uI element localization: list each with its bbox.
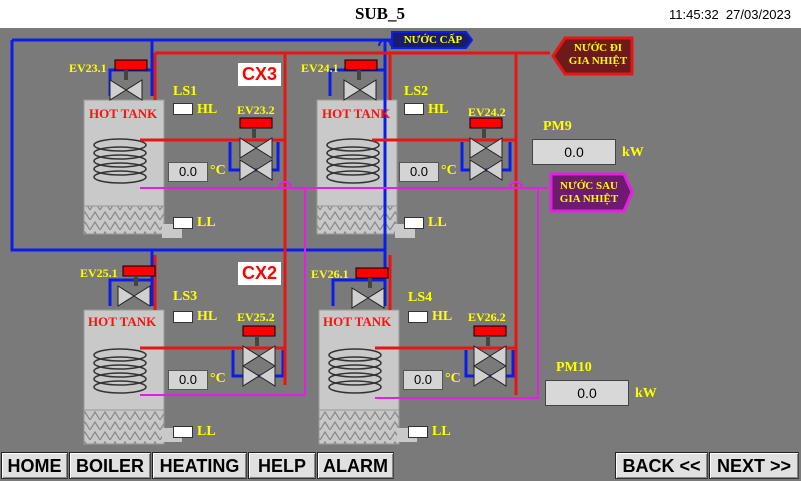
tank-2-temp-unit: °C [441,163,457,178]
valve-ev24-2[interactable] [469,117,503,181]
valve-ev24-1[interactable] [343,59,378,101]
tank-4-ll-indicator [408,426,428,438]
tank-3-hl-label: HL [197,309,218,324]
tank-4-temp-field: 0.0 [403,370,443,390]
valve-ev26-2[interactable] [473,325,507,387]
pm10-unit: kW [635,386,657,401]
tank-3-hl-indicator [173,311,193,323]
title-bar: SUB_5 11:45:32 27/03/2023 [0,0,801,28]
tank-1-level-switch-label: LS1 [173,84,198,99]
tank-4-hl-indicator [408,311,428,323]
tank-4-inlet-valve-label: EV26.1 [311,267,349,281]
tank-1-inlet-valve-label: EV23.1 [69,61,107,75]
tank-2-inlet-valve-label: EV24.1 [301,61,339,75]
return-water-pipes [140,187,548,399]
tank-1-ll-indicator [173,217,193,229]
tank-4-loop-valve-label: EV26.2 [468,310,506,324]
tank-2-ll-indicator [404,217,424,229]
tank-1-loop-valve-label: EV23.2 [237,103,275,117]
tank-3-level-switch-label: LS3 [173,289,198,304]
tank-4-label: HOT TANK [323,314,392,329]
valve-ev25-1[interactable] [117,265,156,307]
tank-3-loop-valve-label: EV25.2 [237,310,275,324]
cold-supply-label: NƯỚC CẤP [403,34,463,46]
clock: 11:45:32 27/03/2023 [669,7,791,22]
pm10-label: PM10 [556,360,592,375]
tank-4-ll-label: LL [432,424,451,439]
valve-ev23-1[interactable] [109,59,148,101]
tank-1-label: HOT TANK [89,106,158,121]
tank-4-hl-label: HL [432,309,453,324]
tank-3-label: HOT TANK [88,314,157,329]
after-heating-line2: GIA NHIỆT [559,193,619,205]
zone-cx2: CX2 [238,262,282,285]
help-button[interactable]: HELP [248,452,316,479]
boiler-button[interactable]: BOILER [69,452,151,479]
tank-3-ll-indicator [173,426,193,438]
tank-2-ll-label: LL [428,215,447,230]
tank-2-hl-indicator [404,103,424,115]
clock-date: 27/03/2023 [725,7,791,22]
tank-3-inlet-valve-label: EV25.1 [80,266,118,280]
cold-supply-tag-shape [391,31,474,49]
heating-coils [93,138,382,394]
pm9-value-field: 0.0 [532,139,616,165]
tank-1-hl-label: HL [197,102,218,117]
valve-ev23-2[interactable] [239,117,273,181]
zone-cx3: CX3 [238,63,282,86]
clock-time: 11:45:32 [669,7,719,22]
tank-2-hl-label: HL [428,102,449,117]
tank-1-hl-indicator [173,103,193,115]
page-title: SUB_5 [354,4,406,23]
tank-3-temp-field: 0.0 [168,370,208,390]
tank-2-label: HOT TANK [322,106,391,121]
after-heating-tag-shape [549,172,634,213]
hot-water-pipes [140,51,550,395]
tank-2-level-switch-label: LS2 [404,84,429,99]
tank-3-ll-label: LL [197,424,216,439]
valve-ev25-2[interactable] [242,325,276,387]
pipe-crossovers [378,39,392,47]
alarm-button[interactable]: ALARM [317,452,394,479]
home-button[interactable]: HOME [1,452,68,479]
next-button[interactable]: NEXT >> [709,452,799,479]
heating-button[interactable]: HEATING [152,452,247,479]
tank-1-ll-label: LL [197,215,216,230]
pm9-label: PM9 [543,119,572,134]
tank-1-body [83,99,182,238]
tank-2-temp-field: 0.0 [399,162,439,182]
back-button[interactable]: BACK << [615,452,708,479]
pm10-value-field: 0.0 [545,380,629,406]
tank-2-loop-valve-label: EV24.2 [468,105,506,119]
pm9-unit: kW [622,145,644,160]
tank-4-temp-unit: °C [445,371,461,386]
to-heating-tag-shape [551,36,634,76]
tank-4-level-switch-label: LS4 [408,290,433,305]
to-heating-line1: NƯỚC ĐI [573,42,623,54]
to-heating-line2: GIA NHIỆT [568,55,628,67]
valve-ev26-1[interactable] [351,267,389,309]
tank-1-temp-unit: °C [210,163,226,178]
tank-1-temp-field: 0.0 [168,162,208,182]
after-heating-label: NƯỚC SAU GIA NHIỆT [553,180,625,206]
to-heating-label: NƯỚC ĐI GIA NHIỆT [565,42,631,68]
tank-3-temp-unit: °C [210,371,226,386]
after-heating-line1: NƯỚC SAU [560,180,618,192]
